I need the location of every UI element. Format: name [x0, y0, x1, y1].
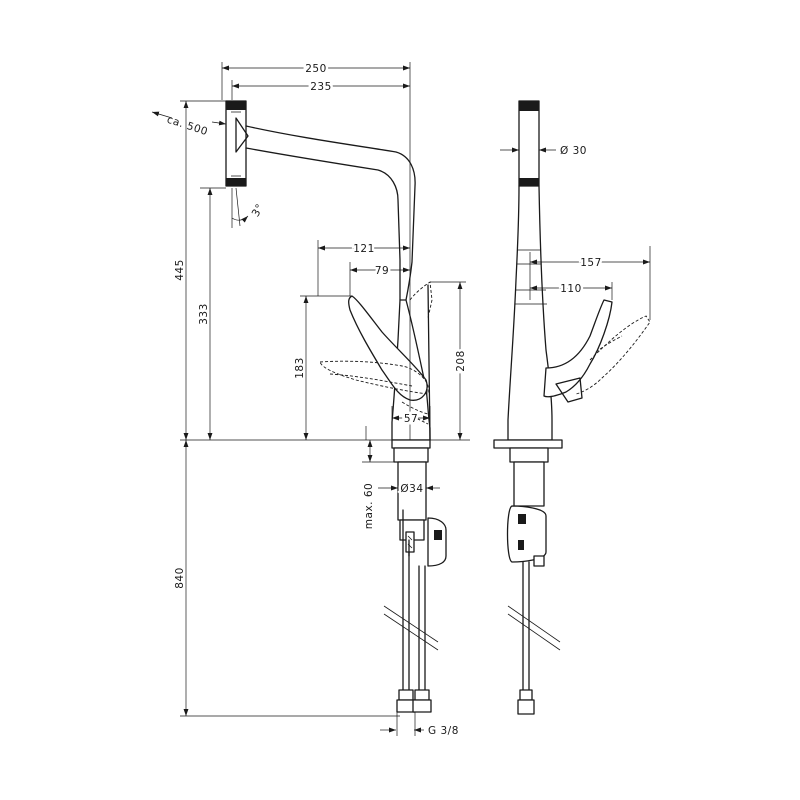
dim-3-degree: 3° [250, 202, 267, 219]
side-mount [493, 439, 563, 567]
dim-333: 333 [198, 303, 210, 325]
side-dimension-lines [500, 147, 651, 320]
front-view: 250 235 ca. 500 445 333 3° 121 79 183 20… [151, 61, 470, 738]
dim-121: 121 [353, 243, 375, 255]
dim-208: 208 [455, 350, 467, 372]
dim-57: 57 [404, 413, 418, 425]
dim-110: 110 [560, 283, 582, 295]
dim-840: 840 [174, 567, 186, 589]
front-mount [391, 439, 447, 567]
front-spout [225, 100, 416, 301]
side-handle [543, 299, 651, 403]
dim-183: 183 [294, 357, 306, 379]
front-hoses [383, 509, 439, 713]
dim-dia-30: Ø 30 [560, 145, 587, 157]
dim-445: 445 [174, 259, 186, 281]
side-view: Ø 30 157 110 [493, 100, 651, 715]
side-spout-head [518, 100, 540, 187]
dim-250: 250 [305, 63, 327, 75]
side-body [507, 185, 553, 441]
dim-ca-500: ca. 500 [165, 114, 209, 139]
front-dimension-lines [151, 62, 470, 736]
dim-235: 235 [310, 81, 332, 93]
side-dimension-labels: Ø 30 157 110 [558, 145, 604, 298]
dim-dia-34: Ø34 [400, 483, 423, 495]
front-dimension-labels: 250 235 ca. 500 445 333 3° 121 79 183 20… [165, 61, 469, 738]
dim-79: 79 [375, 265, 389, 277]
dim-g-3-8: G 3/8 [428, 725, 459, 737]
dim-max-60: max. 60 [363, 483, 375, 529]
dim-157: 157 [580, 257, 602, 269]
side-hose [507, 561, 561, 715]
